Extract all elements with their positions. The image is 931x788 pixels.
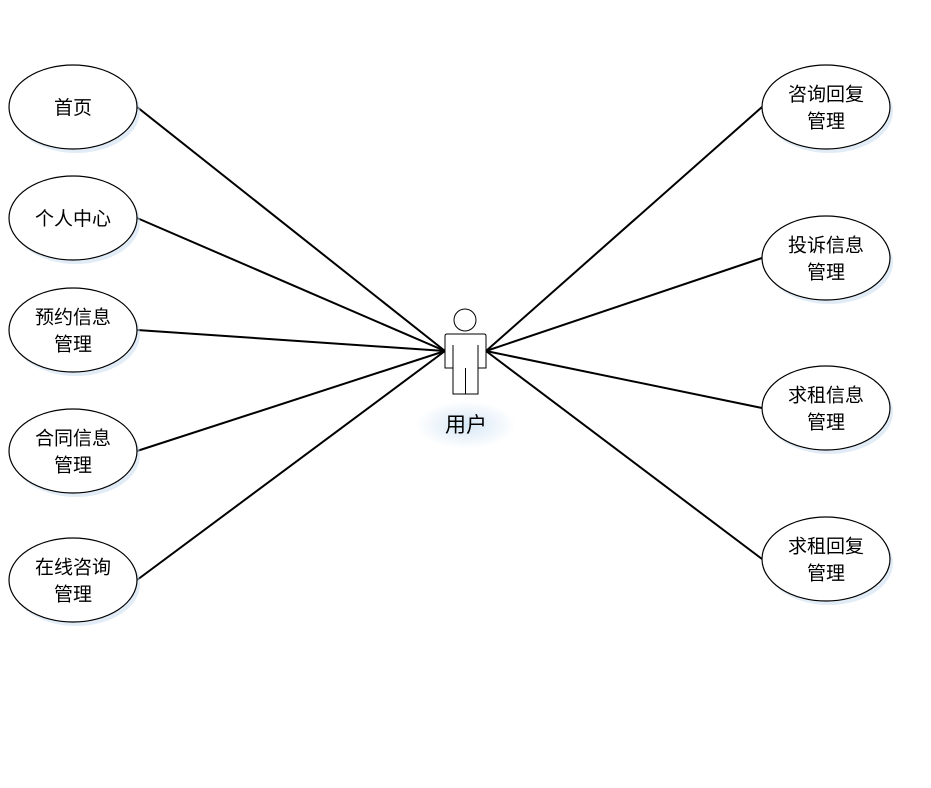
use-case-label-line: 咨询回复 xyxy=(788,84,864,106)
use-case-label-line: 管理 xyxy=(807,563,845,585)
association-line xyxy=(485,106,763,352)
use-case-label-line: 管理 xyxy=(54,455,92,477)
use-case-ellipse xyxy=(8,175,138,261)
use-case-left-0: 首页 xyxy=(8,64,140,153)
use-case-ellipse xyxy=(8,537,138,623)
use-case-label-line: 管理 xyxy=(807,412,845,434)
use-case-group: 首页个人中心预约信息管理合同信息管理在线咨询管理咨询回复管理投诉信息管理求租信息… xyxy=(8,64,893,626)
use-case-label-line: 求租回复 xyxy=(788,536,864,558)
person-icon xyxy=(444,308,487,395)
use-case-label-line: 预约信息 xyxy=(35,307,111,329)
use-case-ellipse xyxy=(761,215,891,301)
use-case-label-line: 合同信息 xyxy=(35,428,111,450)
use-case-label-line: 管理 xyxy=(54,334,92,356)
association-line xyxy=(485,350,763,409)
use-case-label-line: 首页 xyxy=(54,97,92,119)
use-case-ellipse xyxy=(761,64,891,150)
association-line xyxy=(136,350,446,452)
use-case-label-line: 投诉信息 xyxy=(788,235,864,257)
association-line xyxy=(136,217,446,352)
use-case-ellipse xyxy=(8,408,138,494)
actor-label-shadow xyxy=(416,401,516,449)
association-line xyxy=(485,257,763,352)
use-case-ellipse xyxy=(761,365,891,451)
use-case-label-line: 个人中心 xyxy=(35,208,111,230)
actor-user: 用户 xyxy=(416,308,516,449)
use-case-ellipse xyxy=(8,64,138,150)
use-case-label-line: 求租信息 xyxy=(788,385,864,407)
use-case-left-1: 个人中心 xyxy=(8,175,140,264)
use-case-label-line: 管理 xyxy=(54,584,92,606)
use-case-ellipse xyxy=(8,287,138,373)
actor-label: 用户 xyxy=(445,413,487,437)
use-case-ellipse xyxy=(761,516,891,602)
association-line xyxy=(485,350,763,560)
association-lines xyxy=(136,106,763,581)
association-line xyxy=(136,329,446,352)
association-line xyxy=(136,350,446,581)
use-case-label-line: 在线咨询 xyxy=(35,557,111,579)
use-case-label-line: 管理 xyxy=(807,111,845,133)
association-line xyxy=(136,106,446,352)
use-case-label-line: 管理 xyxy=(807,262,845,284)
